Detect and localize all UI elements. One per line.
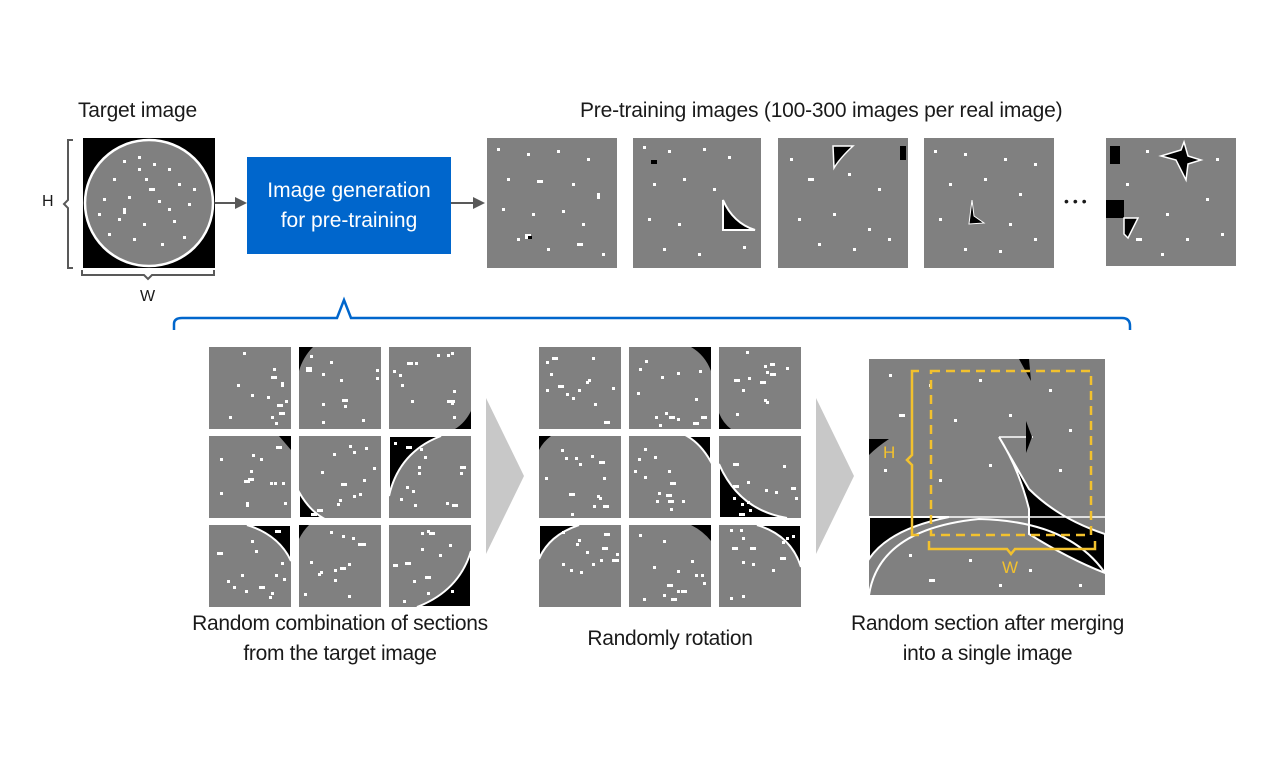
- dot-pattern: [1106, 139, 1224, 256]
- section-tile: [539, 525, 621, 607]
- crop-height-label: H: [883, 443, 896, 462]
- dot-pattern: [934, 150, 1037, 253]
- pretraining-image-5: [1106, 138, 1236, 266]
- pretraining-image-2: [633, 138, 761, 268]
- caption-line: from the target image: [243, 642, 437, 665]
- section-tile: [299, 436, 381, 518]
- ellipsis: •••: [1064, 193, 1091, 209]
- step-caption-rotation: Randomly rotation: [520, 624, 820, 654]
- section-tile: [629, 525, 711, 607]
- step-caption-merge: Random section after merging into a sing…: [800, 609, 1175, 669]
- crop-width-bracket: [927, 541, 1097, 557]
- section-tile: [629, 347, 711, 429]
- section-tile: [629, 436, 711, 518]
- dot-pattern: [790, 145, 906, 251]
- crop-height-bracket: [905, 369, 919, 537]
- pretraining-images-label: Pre-training images (100-300 images per …: [580, 99, 1063, 122]
- caption-line: into a single image: [902, 642, 1073, 665]
- section-grid-rotated: [539, 347, 801, 607]
- pretraining-image-1: [487, 138, 617, 268]
- caption-line: Random section after merging: [851, 612, 1124, 635]
- section-tile: [299, 525, 381, 607]
- step-caption-combination: Random combination of sections from the …: [140, 609, 540, 669]
- section-tile: [209, 436, 291, 518]
- section-tile: [539, 436, 621, 518]
- crop-dashed-rect: [929, 369, 1093, 537]
- section-tile: [719, 436, 801, 518]
- generation-box-line1: Image generation: [267, 178, 431, 202]
- target-image: [83, 138, 215, 268]
- arrow-right-icon: [215, 197, 247, 209]
- chevron-right-icon: [486, 398, 524, 554]
- pretraining-image-3: [778, 138, 908, 268]
- arrow-right-icon: [451, 197, 485, 209]
- pretraining-image-4: [924, 138, 1054, 268]
- section-tile: [389, 436, 471, 518]
- section-tile: [209, 347, 291, 429]
- image-generation-box: Image generation for pre-training: [247, 157, 451, 254]
- wafer-map-circle: [83, 138, 215, 268]
- section-tile: [209, 525, 291, 607]
- crop-width-label: W: [1002, 558, 1019, 577]
- width-bracket: [81, 270, 215, 281]
- target-image-label: Target image: [78, 99, 197, 122]
- section-tile: [389, 525, 471, 607]
- crop-annotation: [905, 369, 1097, 557]
- section-tile: [539, 347, 621, 429]
- section-grid-combination: [209, 347, 471, 607]
- generation-box-line2: for pre-training: [280, 208, 418, 232]
- height-label: H: [42, 193, 54, 210]
- section-tile: [299, 347, 381, 429]
- height-bracket: [62, 139, 73, 269]
- dot-pattern: [643, 146, 756, 256]
- width-label: W: [140, 288, 156, 305]
- section-tile: [719, 525, 801, 607]
- caption-line: Randomly rotation: [587, 627, 753, 650]
- merged-pattern: [869, 359, 1105, 595]
- merged-image: H W: [869, 359, 1105, 595]
- chevron-right-icon: [816, 398, 854, 554]
- caption-line: Random combination of sections: [192, 612, 488, 635]
- section-tile: [719, 347, 801, 429]
- dot-pattern: [497, 148, 605, 256]
- section-tile: [389, 347, 471, 429]
- expansion-brace: [172, 296, 1132, 330]
